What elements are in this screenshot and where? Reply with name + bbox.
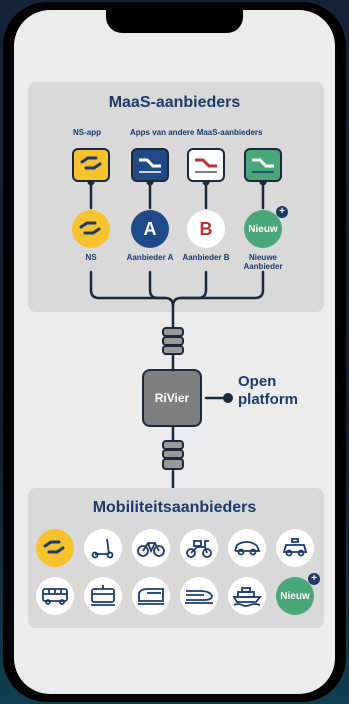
app-b-icon — [187, 148, 225, 182]
ns-logo-icon — [36, 529, 74, 567]
bicycle-icon — [132, 529, 170, 567]
mobility-title: Mobiliteitsaanbieders — [92, 499, 257, 516]
rivier-label: RiVier — [154, 391, 190, 405]
ns-app-label: NS-app — [73, 128, 101, 137]
provider-a-name: Aanbieder A — [126, 253, 174, 262]
car-icon — [228, 529, 266, 567]
plus-icon: + — [276, 206, 288, 218]
provider-a-badge: A — [131, 210, 169, 248]
provider-b-name: Aanbieder B — [182, 253, 230, 262]
mobility-panel — [28, 488, 324, 628]
new-to-platform-line — [179, 270, 265, 300]
maas-panel — [28, 82, 324, 312]
app-a-icon — [131, 148, 169, 182]
train-icon — [132, 577, 170, 615]
ferry-icon — [228, 577, 266, 615]
b-to-platform-line — [171, 270, 208, 308]
open-platform-label: Open platform — [238, 373, 328, 409]
open-platform-line2: platform — [238, 391, 298, 408]
scooter-icon — [84, 529, 122, 567]
provider-new-badge: Nieuw — [244, 210, 282, 248]
connector-bottom-icon — [162, 440, 184, 470]
rivier-platform-box: RiVier — [142, 369, 202, 427]
taxi-icon — [276, 529, 314, 567]
ns-app-icon — [72, 148, 110, 182]
phone-notch — [106, 10, 243, 33]
provider-new-name: Nieuwe Aanbieder — [243, 253, 283, 271]
plus-icon: + — [308, 573, 320, 585]
provider-b-badge: B — [187, 210, 225, 248]
provider-ns-name: NS — [85, 253, 97, 262]
ns-to-platform-line — [89, 270, 175, 330]
highspeed-train-icon — [180, 577, 218, 615]
moped-icon — [180, 529, 218, 567]
app-new-icon — [244, 148, 282, 182]
open-platform-line1: Open — [238, 373, 277, 390]
ns-provider-icon — [72, 210, 110, 248]
maas-title: MaaS-aanbieders — [108, 94, 241, 111]
tram-icon — [84, 577, 122, 615]
new-provider-icon: Nieuw — [276, 577, 314, 615]
connector-top-icon — [162, 327, 184, 355]
a-to-platform-line — [148, 270, 167, 300]
phone-screen: MaaS-aanbieders NS-app Apps van andere M… — [14, 10, 335, 694]
phone-frame: MaaS-aanbieders NS-app Apps van andere M… — [3, 2, 346, 702]
other-apps-label: Apps van andere MaaS-aanbieders — [130, 128, 263, 137]
bus-icon — [36, 577, 74, 615]
